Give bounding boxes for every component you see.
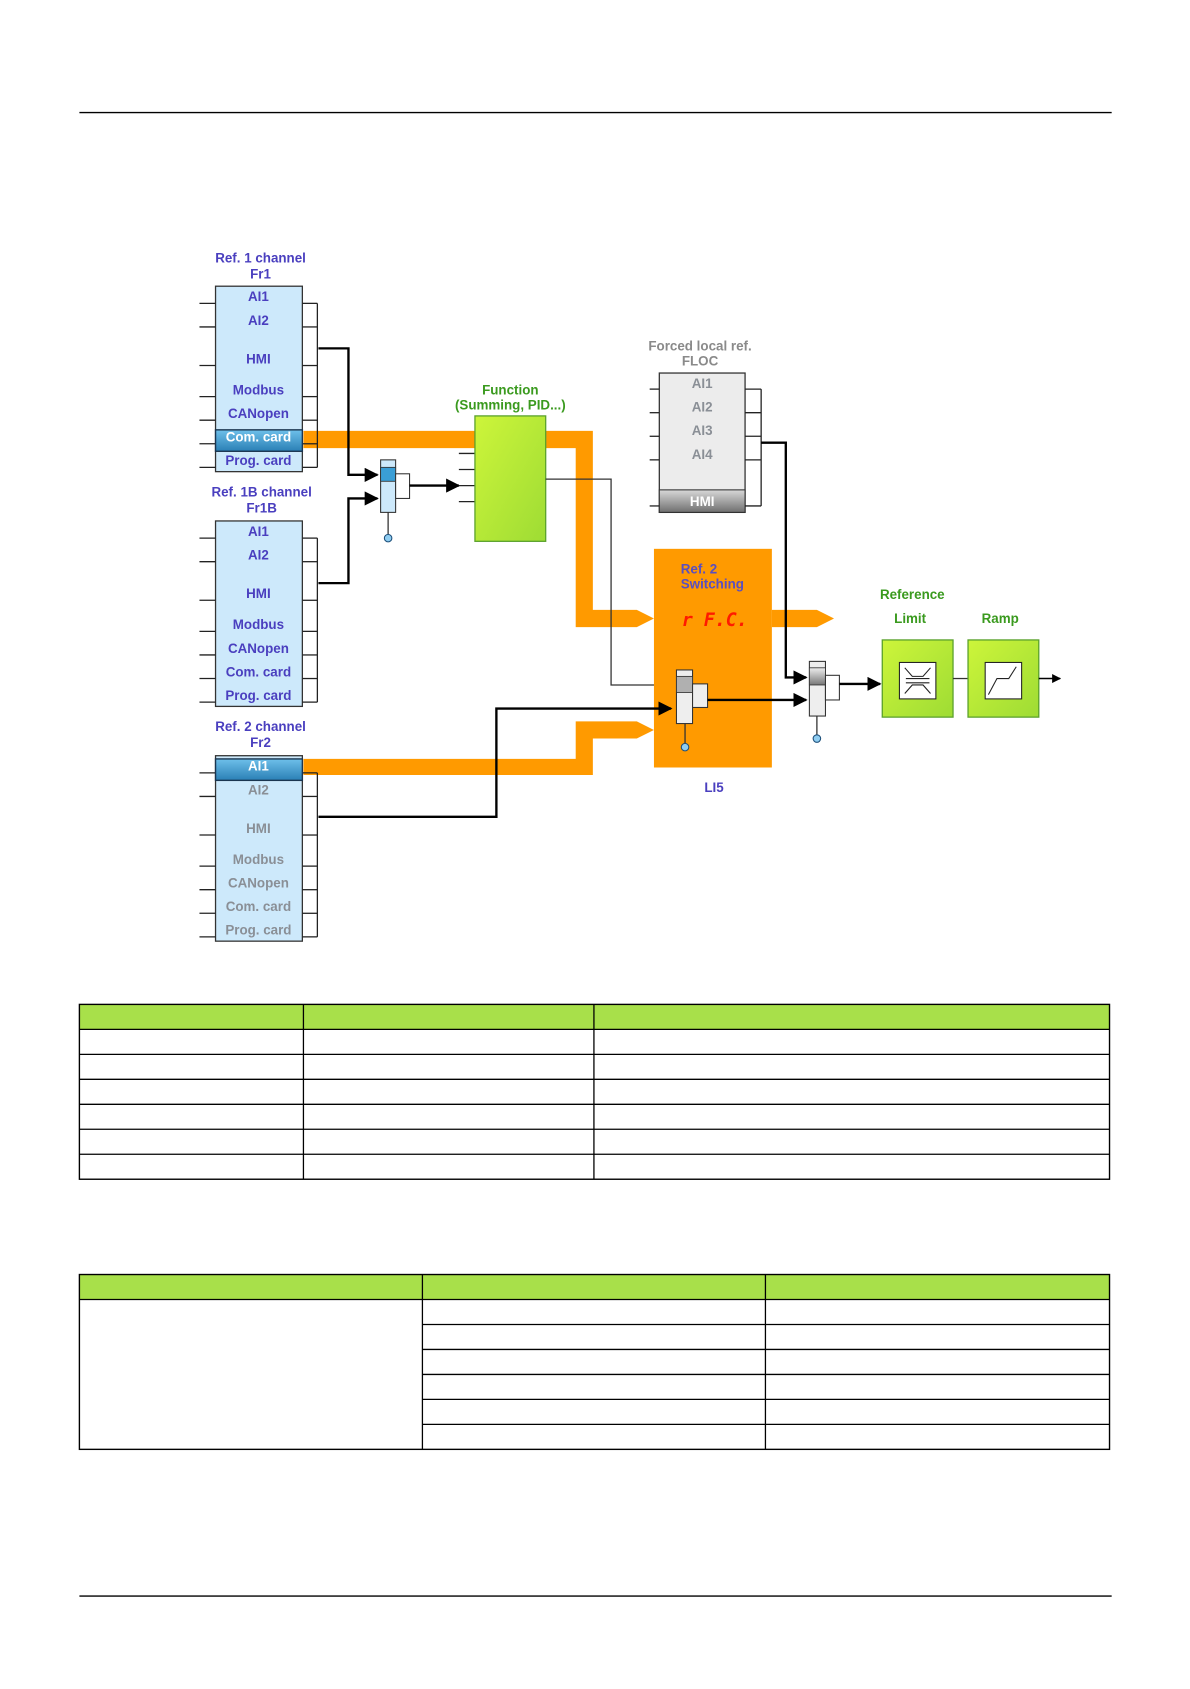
ref1-item-ai2[interactable]: AI2: [248, 313, 269, 328]
ref1b-item-modbus[interactable]: Modbus: [233, 617, 284, 632]
switching-title: Ref. 2: [681, 561, 717, 576]
ref2-box: [214, 755, 304, 942]
ref1b-subtitle: Fr1B: [246, 500, 277, 515]
table-1: [78, 1003, 1111, 1180]
limit-subtitle: Limit: [894, 611, 926, 626]
function-subtitle: (Summing, PID...): [455, 397, 566, 412]
floc-block: Forced local ref. FLOC HMI: [648, 339, 752, 514]
ref2-title: Ref. 2 channel: [215, 719, 306, 734]
ref2-selected-item-highlight[interactable]: [214, 758, 304, 782]
table2-outline: [78, 1273, 1111, 1451]
ref2-item-modbus[interactable]: Modbus: [233, 852, 284, 867]
floc-subtitle: FLOC: [682, 354, 719, 369]
selector-switch-3[interactable]: [808, 660, 840, 743]
function-block: Function (Summing, PID...): [455, 382, 566, 542]
table2-header-row: [79, 1274, 1110, 1300]
floc-item-ai1[interactable]: AI1: [692, 376, 713, 391]
ref1-subtitle: Fr1: [250, 267, 271, 282]
switching-display-code: r F.C.: [682, 610, 748, 631]
ref2-item-hmi[interactable]: HMI: [246, 821, 271, 836]
ref2-channel-block: Ref. 2 channel Fr2: [214, 719, 306, 942]
floc-title: Forced local ref.: [648, 339, 751, 354]
orange-flow-group: [303, 430, 835, 776]
ref2-subtitle: Fr2: [250, 735, 271, 750]
ref1b-box: [214, 520, 304, 708]
ref1b-item-hmi[interactable]: HMI: [246, 586, 271, 601]
ref1b-item-ai1[interactable]: AI1: [248, 524, 269, 539]
ref1b-item-ai2[interactable]: AI2: [248, 548, 269, 563]
floc-item-ai2[interactable]: AI2: [692, 400, 713, 415]
ref1b-channel-block: Ref. 1B channel Fr1B: [211, 484, 312, 708]
selector-switch-1[interactable]: [380, 459, 411, 543]
ref1-item-ai1[interactable]: AI1: [248, 289, 269, 304]
ref1b-item-canopen[interactable]: CANopen: [228, 641, 289, 656]
wire-ref2-to-switching: [318, 701, 673, 818]
ref1b-title: Ref. 1B channel: [211, 484, 311, 499]
ref2-item-ai2[interactable]: AI2: [248, 782, 269, 797]
ref1-title: Ref. 1 channel: [215, 251, 306, 266]
table-2: [78, 1273, 1111, 1451]
ramp-title: Ramp: [982, 611, 1019, 626]
function-box: [474, 415, 547, 542]
ref1-item-modbus[interactable]: Modbus: [233, 382, 284, 397]
orange-flow-ref1: [303, 430, 654, 628]
selector-switch-2[interactable]: [675, 669, 709, 752]
ref2-item-prog-card[interactable]: Prog. card: [225, 923, 291, 938]
switching-subtitle: Switching: [681, 576, 744, 591]
function-title: Function: [482, 382, 538, 397]
floc-item-ai4[interactable]: AI4: [692, 447, 713, 462]
reference-limit-block: Reference Limit: [880, 587, 954, 718]
switching-input-label: LI5: [704, 780, 724, 795]
switching-box: [653, 548, 772, 768]
ramp-block: Ramp: [967, 611, 1040, 718]
orange-flow-output: [771, 609, 835, 628]
floc-item-ai3[interactable]: AI3: [692, 423, 713, 438]
wire-ref1-to-selector: [318, 347, 379, 482]
wire-function-to-switching: [545, 478, 672, 689]
ref2-item-ai1[interactable]: AI1: [248, 759, 269, 774]
ref1-selected-item-highlight[interactable]: [214, 429, 304, 452]
floc-box: [658, 372, 746, 514]
ref2-item-canopen[interactable]: CANopen: [228, 876, 289, 891]
limit-title: Reference: [880, 587, 945, 602]
ref1-item-prog-card[interactable]: Prog. card: [225, 453, 291, 468]
ref1b-item-com-card[interactable]: Com. card: [226, 664, 291, 679]
floc-hmi-bar: [658, 489, 746, 513]
ref1-item-com-card[interactable]: Com. card: [226, 430, 291, 445]
ref2-switching-block: Ref. 2 Switching r F.C. LI5: [653, 548, 772, 795]
wire-ref1b-to-selector: [318, 491, 379, 585]
orange-flow-ref2: [303, 721, 654, 776]
floc-hmi-label: HMI: [690, 494, 715, 509]
ref1-item-hmi[interactable]: HMI: [246, 351, 271, 366]
ref1b-item-prog-card[interactable]: Prog. card: [225, 688, 291, 703]
ref2-item-com-card[interactable]: Com. card: [226, 899, 291, 914]
ramp-symbol-icon: [984, 661, 1023, 700]
ref1-item-canopen[interactable]: CANopen: [228, 406, 289, 421]
wire-floc-to-selector: [761, 441, 808, 685]
